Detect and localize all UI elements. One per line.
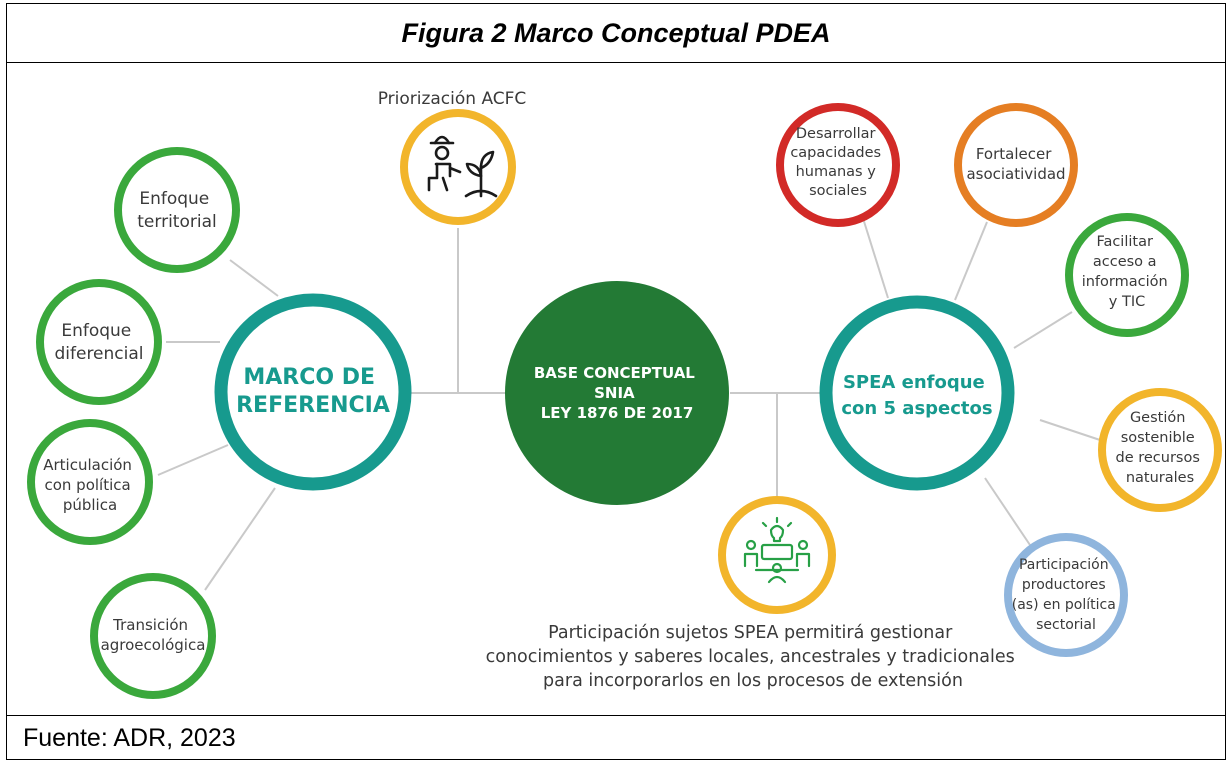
right-node-fortalecer: Fortalecer asociatividad: [954, 103, 1078, 227]
right-node-desarrollar-line-4: sociales: [809, 183, 867, 199]
right-node-fortalecer-line-2: asociatividad: [966, 165, 1065, 183]
center-line-2: SNIA: [594, 384, 635, 402]
right-node-gestion-line-3: de recursos: [1115, 450, 1199, 466]
svg-text:Desarrollar capacidades: Desarrollar capacidades humanas y social…: [790, 126, 885, 199]
right-hub-line-2: con 5 aspectos: [841, 398, 992, 419]
bottom-node-participacion: Participación sujetos SPEA permitirá ges…: [486, 496, 1021, 691]
right-node-participacion: Participación productores (as) en políti…: [1004, 533, 1128, 657]
right-hub-node: SPEA enfoque con 5 aspectos: [819, 295, 1015, 491]
svg-text:Facilitar acceso a: Facilitar acceso a información y TIC: [1082, 234, 1173, 310]
right-node-fortalecer-line-1: Fortalecer: [976, 145, 1052, 163]
right-node-gestion-line-2: sostenible: [1121, 430, 1195, 446]
svg-text:Priorización ACFC: Priorización ACFC: [378, 89, 527, 109]
right-node-facilitar: Facilitar acceso a información y TIC: [1065, 213, 1189, 337]
right-node-facilitar-line-4: y TIC: [1109, 294, 1145, 310]
left-node-territorial: Enfoque territorial: [114, 147, 240, 273]
right-node-desarrollar-line-3: humanas y: [796, 164, 877, 180]
right-node-desarrollar-line-1: Desarrollar: [796, 126, 876, 142]
figure-source: Fuente: ADR, 2023: [23, 724, 236, 752]
title-row: Figura 2 Marco Conceptual PDEA: [7, 4, 1225, 63]
left-node-transicion-line-1: Transición: [112, 616, 188, 634]
figure-frame: Figura 2 Marco Conceptual PDEA Fuente: A…: [6, 3, 1226, 760]
right-hub-line-1: SPEA enfoque: [843, 372, 985, 393]
right-node-gestion-line-4: naturales: [1126, 470, 1194, 486]
left-node-diferencial: Enfoque diferencial: [36, 279, 162, 405]
right-node-facilitar-line-2: acceso a: [1093, 254, 1157, 270]
figure-title: Figura 2 Marco Conceptual PDEA: [401, 17, 831, 48]
right-node-participacion-line-2: productores: [1022, 577, 1106, 593]
bottom-node-line-1: Participación sujetos SPEA permitirá ges…: [548, 623, 953, 643]
svg-text:BASE CONCEPTUAL SNIA: BASE CONCEPTUAL SNIA LEY 1876 DE 2017: [534, 364, 700, 422]
connector-lines: [157, 214, 1101, 591]
left-hub-line-2: REFERENCIA: [236, 393, 390, 418]
center-node: BASE CONCEPTUAL SNIA LEY 1876 DE 2017: [505, 281, 729, 505]
farmer-planting-icon: [427, 135, 498, 198]
left-node-territorial-line-1: Enfoque: [139, 189, 209, 209]
left-node-territorial-line-2: territorial: [137, 212, 216, 232]
left-hub-line-1: MARCO DE: [243, 365, 375, 390]
left-hub-node: MARCO DE REFERENCIA: [214, 293, 412, 491]
svg-text:Participación sujetos SPEA per: Participación sujetos SPEA permitirá ges…: [486, 623, 1021, 691]
left-node-articulacion-line-3: pública: [63, 496, 117, 514]
svg-text:Participación productore: Participación productores (as) en políti…: [1012, 557, 1121, 633]
team-idea-icon: [743, 516, 811, 584]
right-node-facilitar-line-1: Facilitar: [1096, 234, 1153, 250]
left-node-transicion: Transición agroecológica: [90, 573, 216, 699]
center-line-1: BASE CONCEPTUAL: [534, 364, 695, 382]
svg-text:MARCO DE REFERENCIA: MARCO DE REFERENCIA: [236, 365, 390, 418]
svg-text:SPEA enfoque con 5 aspec: SPEA enfoque con 5 aspectos: [841, 372, 992, 419]
right-node-desarrollar: Desarrollar capacidades humanas y social…: [776, 103, 900, 227]
bottom-node-line-2: conocimientos y saberes locales, ancestr…: [486, 647, 1015, 667]
right-node-participacion-line-1: Participación: [1019, 557, 1109, 573]
svg-text:Enfoque diferencial: Enfoque diferencial: [54, 321, 143, 364]
right-node-participacion-line-3: (as) en política: [1012, 597, 1116, 613]
svg-text:Transición agroecológica: Transición agroecológica: [101, 616, 206, 654]
right-node-facilitar-line-3: información: [1082, 274, 1168, 290]
top-node-label: Priorización ACFC: [378, 89, 527, 109]
right-node-desarrollar-line-2: capacidades: [790, 145, 881, 161]
svg-text:Articulación con polític: Articulación con política pública: [43, 456, 136, 514]
source-row: Fuente: ADR, 2023: [7, 715, 1225, 761]
svg-text:Fortalecer asociatividad: Fortalecer asociatividad: [966, 145, 1065, 183]
left-node-diferencial-line-1: Enfoque: [61, 321, 131, 341]
right-node-gestion-line-1: Gestión: [1130, 410, 1186, 426]
bottom-node-line-3: para incorporarlos en los procesos de ex…: [543, 671, 963, 691]
left-node-articulacion-line-2: con política: [44, 476, 130, 494]
right-node-participacion-line-4: sectorial: [1036, 617, 1096, 633]
center-line-3: LEY 1876 DE 2017: [541, 404, 694, 422]
left-node-articulacion-line-1: Articulación: [43, 456, 132, 474]
left-node-transicion-line-2: agroecológica: [101, 636, 206, 654]
svg-text:Gestión sostenible: Gestión sostenible de recursos naturales: [1115, 410, 1204, 486]
svg-text:Enfoque territorial: Enfoque territorial: [137, 189, 216, 232]
right-node-gestion: Gestión sostenible de recursos naturales: [1098, 388, 1222, 512]
left-node-articulacion: Articulación con política pública: [27, 419, 153, 545]
left-node-diferencial-line-2: diferencial: [54, 344, 143, 364]
top-node-priorizacion: Priorización ACFC: [378, 89, 527, 225]
